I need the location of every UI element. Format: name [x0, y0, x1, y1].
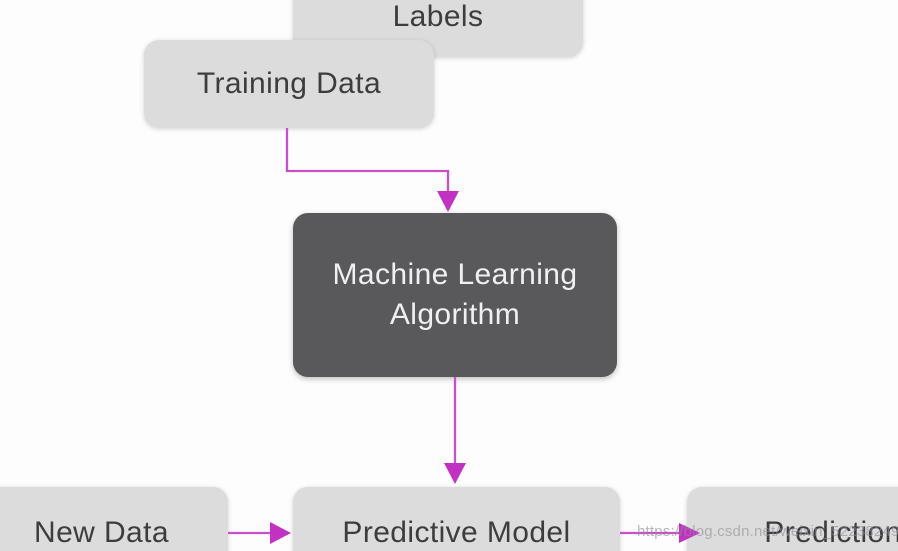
arrow-algorithm-to-model [444, 377, 466, 484]
node-new-data-text: New Data [34, 516, 169, 549]
ml-algorithm-line2: Algorithm [389, 298, 521, 331]
node-prediction: Prediction [687, 487, 898, 551]
arrow-newdata-to-model [228, 522, 291, 544]
node-new-data: New Data [0, 487, 228, 551]
node-training-data: Training Data [144, 40, 434, 128]
node-machine-learning-algorithm: Machine Learning Algorithm [293, 213, 617, 377]
node-predictive-model: Predictive Model [293, 487, 620, 551]
node-labels-text: Labels [392, 0, 484, 33]
node-machine-learning-algorithm-text: Machine Learning Algorithm [333, 255, 578, 335]
node-predictive-model-text: Predictive Model [342, 516, 571, 549]
node-prediction-text: Prediction [764, 516, 898, 549]
ml-algorithm-line1: Machine Learning [332, 258, 578, 291]
arrow-training-to-algorithm [285, 128, 459, 212]
node-training-data-text: Training Data [196, 67, 382, 100]
